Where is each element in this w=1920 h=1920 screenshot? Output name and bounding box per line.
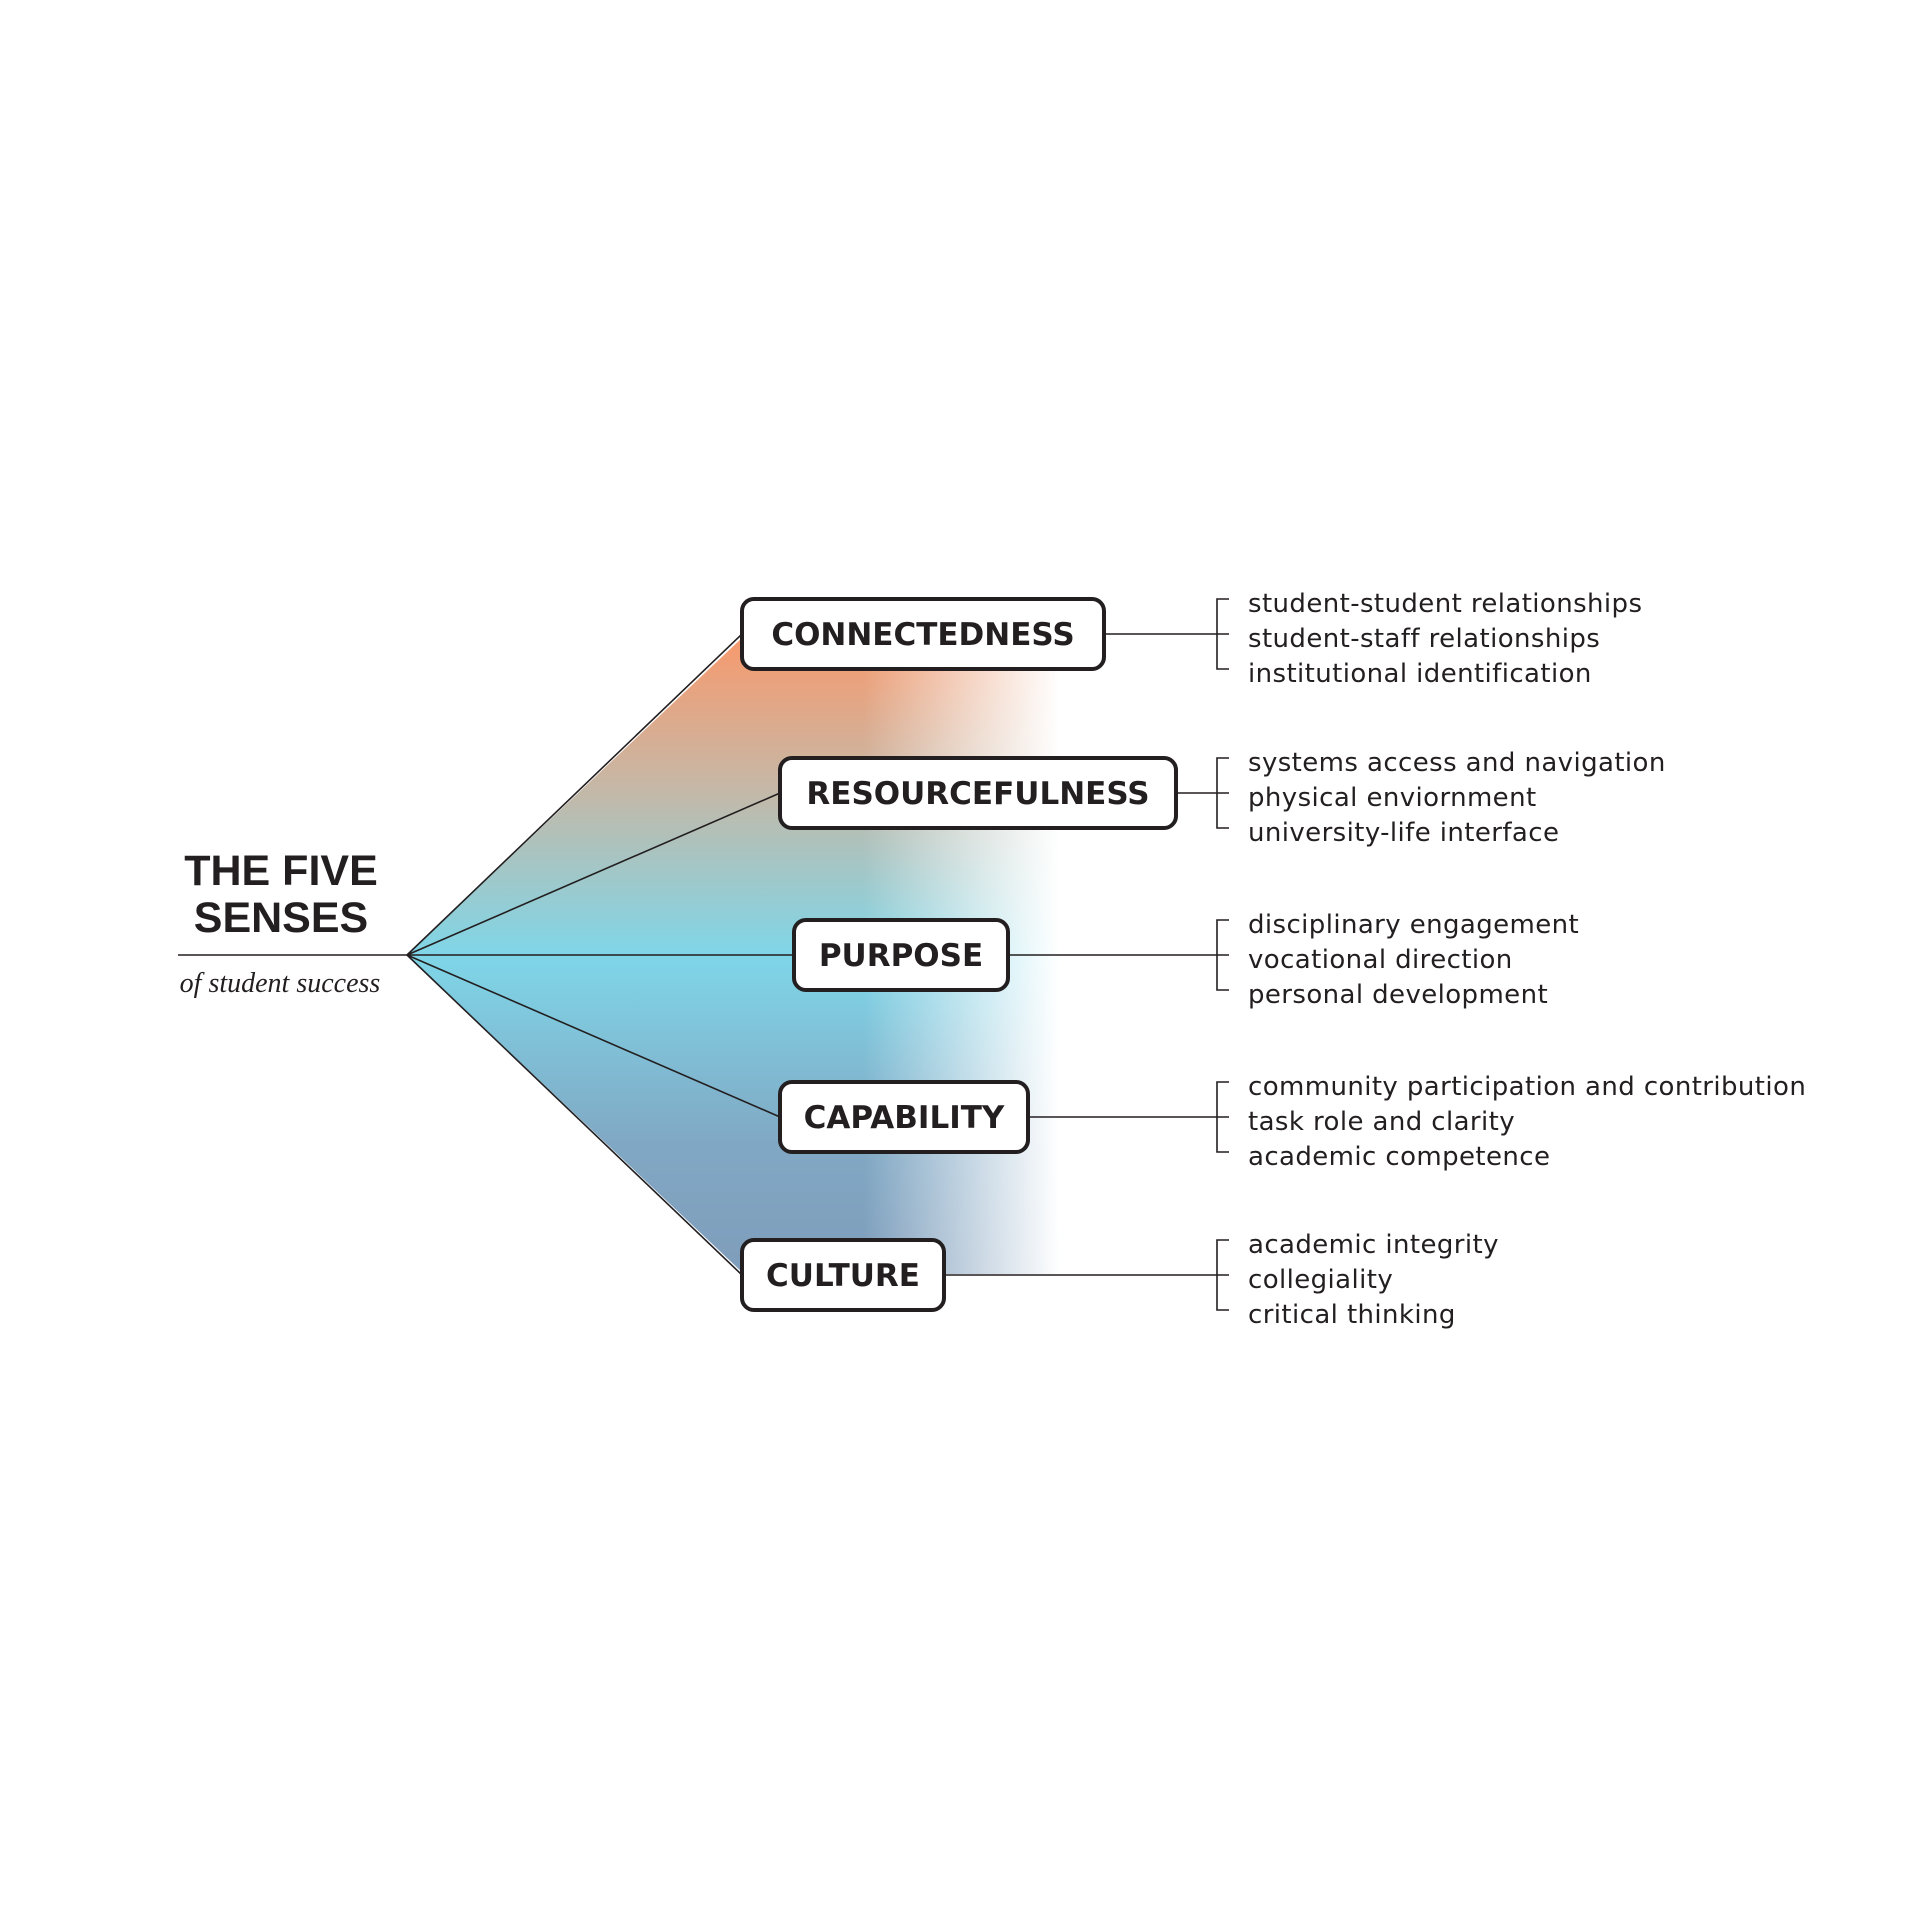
sub-item: disciplinary engagement	[1248, 910, 1579, 940]
sense-purpose: PURPOSE disciplinary engagement vocation…	[792, 910, 1579, 1010]
sub-item: systems access and navigation	[1248, 748, 1666, 778]
connector-lines	[406, 633, 794, 1276]
title-line-2: SENSES	[194, 894, 368, 942]
sense-connectedness: CONNECTEDNESS student-student relationsh…	[740, 589, 1642, 689]
sub-item: task role and clarity	[1248, 1107, 1515, 1137]
sense-label: PURPOSE	[819, 938, 983, 974]
subtitle: of student success	[180, 968, 381, 999]
sub-item: physical enviornment	[1248, 783, 1537, 813]
connector-resourcefulness	[406, 792, 781, 956]
sense-label: CAPABILITY	[804, 1100, 1005, 1136]
sub-item: institutional identification	[1248, 659, 1592, 689]
connector-culture	[406, 954, 743, 1276]
sense-label: RESOURCEFULNESS	[806, 776, 1149, 812]
sub-item: collegiality	[1248, 1265, 1393, 1295]
sub-item: academic competence	[1248, 1142, 1550, 1172]
connector-connectedness	[406, 633, 743, 956]
sub-item: academic integrity	[1248, 1230, 1499, 1260]
sense-label: CONNECTEDNESS	[771, 617, 1074, 653]
item-bracket	[1216, 919, 1229, 991]
sub-item: vocational direction	[1248, 945, 1513, 975]
item-bracket	[1216, 598, 1229, 670]
sub-item: community participation and contribution	[1248, 1072, 1806, 1102]
title-line-1: THE FIVE	[184, 847, 378, 895]
sub-item: student-student relationships	[1248, 589, 1642, 619]
sense-culture: CULTURE academic integrity collegiality …	[740, 1230, 1499, 1330]
connector-capability	[406, 954, 781, 1118]
sub-item: university-life interface	[1248, 818, 1559, 848]
sense-label: CULTURE	[766, 1258, 920, 1294]
sense-capability: CAPABILITY community participation and c…	[778, 1072, 1806, 1172]
sub-item: critical thinking	[1248, 1300, 1456, 1330]
item-bracket	[1216, 1081, 1229, 1153]
item-bracket	[1216, 1239, 1229, 1311]
sense-resourcefulness: RESOURCEFULNESS systems access and navig…	[778, 748, 1666, 848]
item-bracket	[1216, 757, 1229, 829]
title-block: THE FIVE SENSES of student success	[178, 847, 407, 999]
sub-item: personal development	[1248, 980, 1548, 1010]
sub-item: student-staff relationships	[1248, 624, 1600, 654]
